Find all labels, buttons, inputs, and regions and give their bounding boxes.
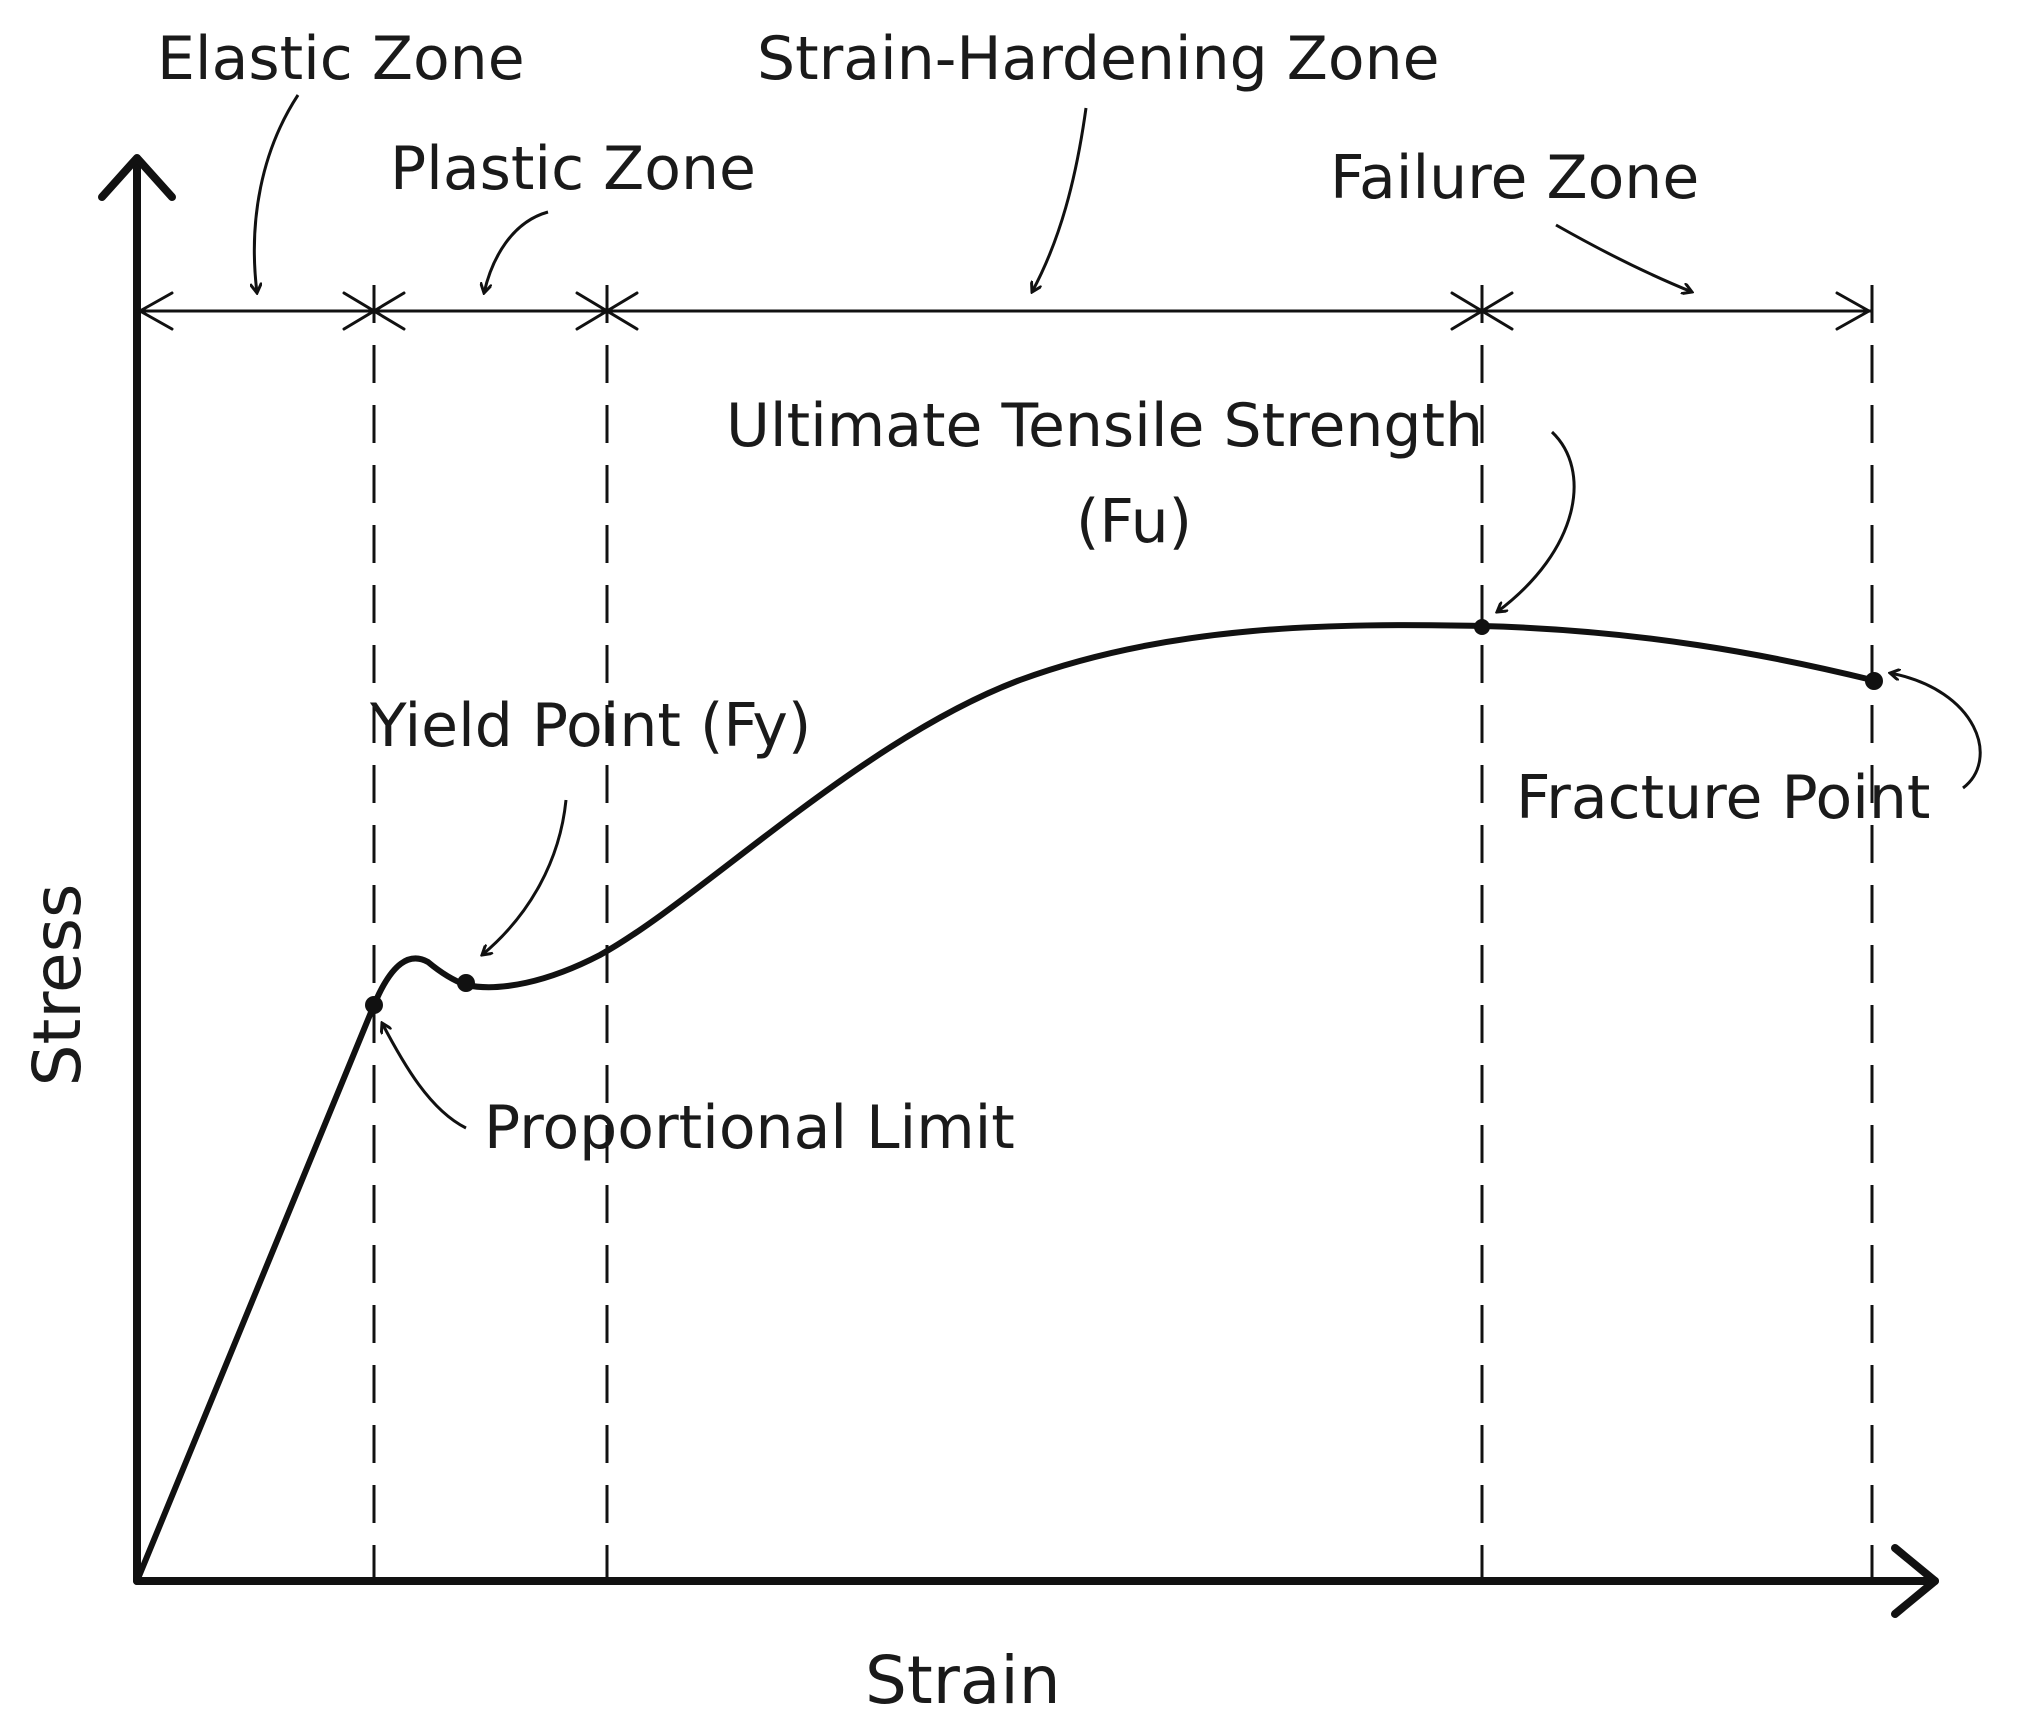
y-axis-arrowhead [98,154,176,201]
x-axis-arrowhead [1891,1544,1939,1618]
label-yield-point: Yield Point (Fy) [369,691,811,761]
label-strain-hardening-zone: Strain-Hardening Zone [757,24,1440,94]
yield-point-marker [457,974,475,992]
x-axis-label: Strain [865,1642,1061,1719]
arrow-yield-point [482,799,568,955]
stress-strain-curve [134,622,1875,1584]
label-proportional-limit: Proportional Limit [484,1093,1015,1163]
arrow-plastic-zone [484,210,549,293]
zone-tick-right-end [1835,291,1871,331]
proportional-limit-point [365,996,383,1014]
zone-cross-374 [342,291,406,331]
zone-dimension-line [135,291,1874,331]
leader-arrows [254,94,1982,1130]
arrow-failure-zone [1555,223,1692,292]
arrow-proportional-limit [382,1023,467,1130]
zone-tick-left-end [138,291,174,331]
arrow-fracture-point [1890,673,1982,790]
label-elastic-zone: Elastic Zone [157,24,525,94]
zone-cross-607 [575,291,639,331]
label-plastic-zone: Plastic Zone [390,134,756,204]
y-axis-label: Stress [19,884,96,1087]
label-ultimate-strength-symbol: (Fu) [1076,487,1192,557]
ultimate-strength-point [1474,619,1490,635]
arrow-elastic-zone [254,94,300,293]
zone-cross-1482 [1450,291,1514,331]
label-failure-zone: Failure Zone [1330,143,1699,213]
zone-boundaries [372,285,1874,1581]
axes [98,154,1939,1618]
label-fracture-point: Fracture Point [1516,763,1930,833]
arrow-strain-hardening-zone [1032,107,1088,292]
arrow-ultimate-strength [1497,430,1576,612]
label-ultimate-strength: Ultimate Tensile Strength [726,391,1483,461]
fracture-point-marker [1865,672,1883,690]
